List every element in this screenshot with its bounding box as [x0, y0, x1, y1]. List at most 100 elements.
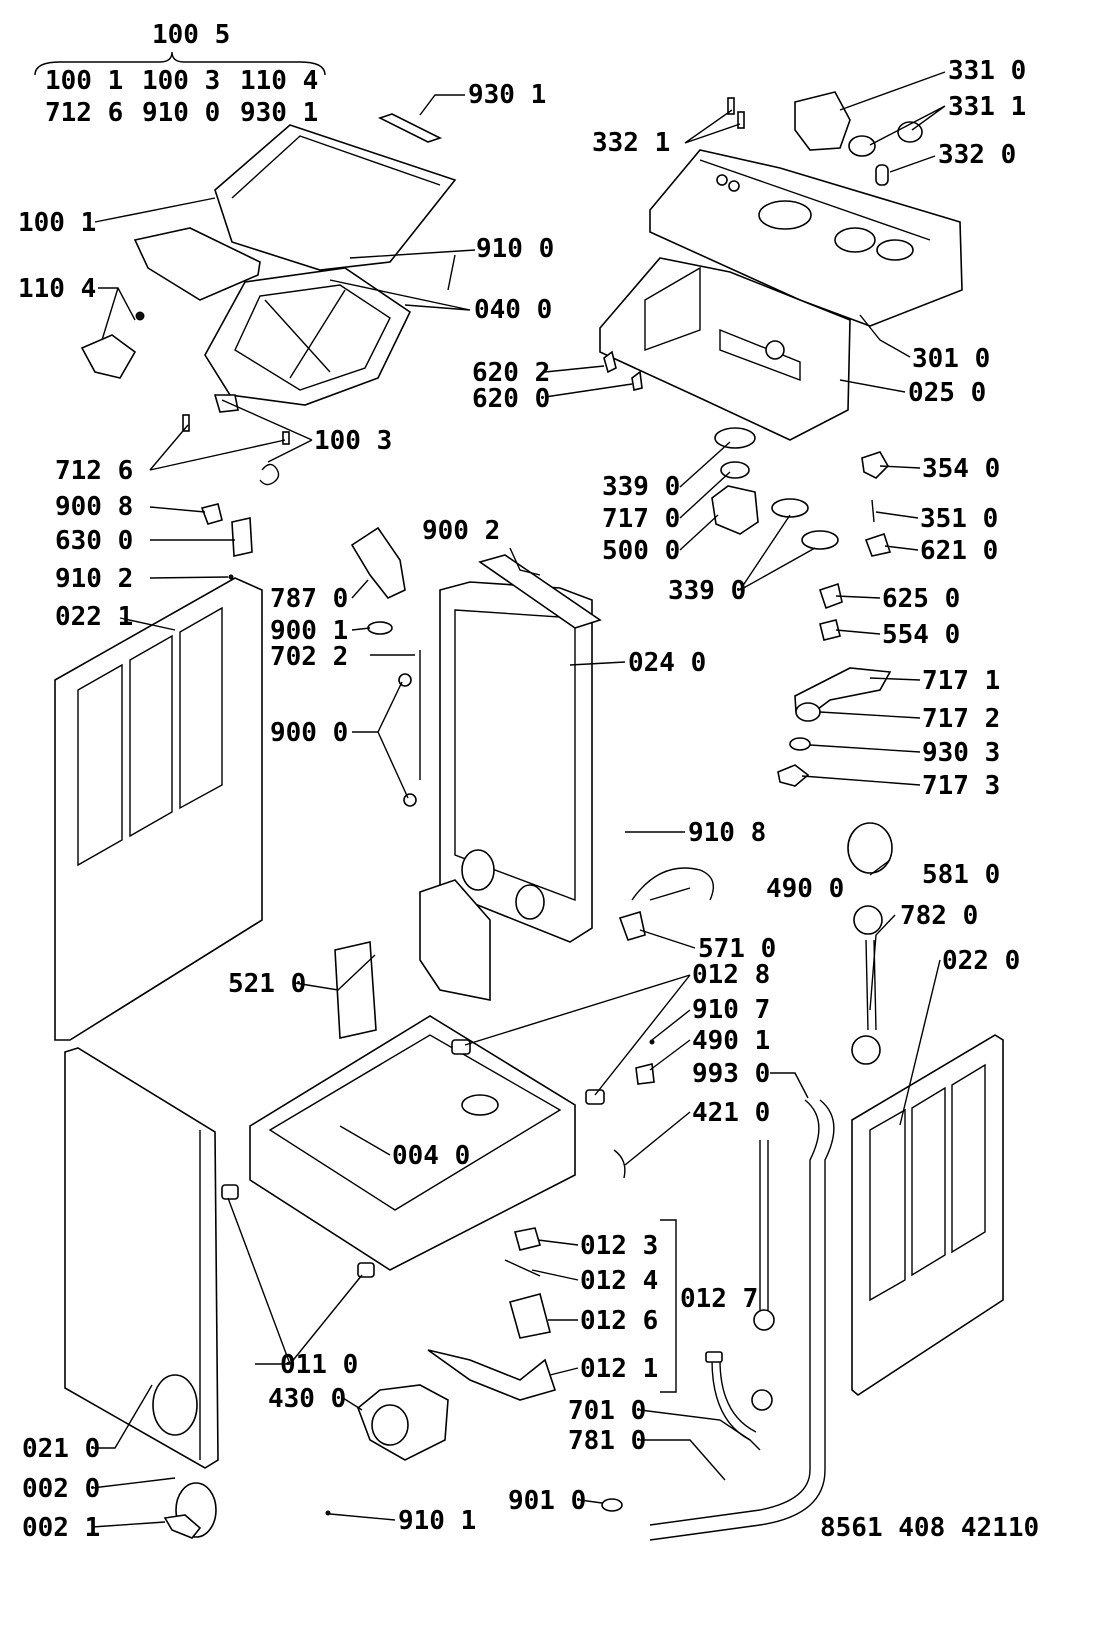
part-callout: 339 0: [668, 576, 747, 606]
part-callout: 012 6: [580, 1306, 659, 1336]
part-callout: 910 2: [55, 564, 134, 594]
foot-012-8-a: [451, 1039, 471, 1055]
part-callout: 621 0: [920, 536, 999, 566]
part-callout: 712 6: [55, 456, 134, 486]
drain-hose-993-0: [649, 1099, 820, 1526]
crossbar-900-2: [478, 554, 602, 629]
part-callout: 354 0: [922, 454, 1001, 484]
part-callout: 301 0: [912, 344, 991, 374]
module-521-0: [334, 941, 377, 1039]
part-callout: 993 0: [692, 1059, 771, 1089]
knob-331-0: [794, 91, 851, 151]
group-member-label: 712 6: [45, 98, 124, 128]
group-member-label: 910 0: [142, 98, 221, 128]
part-callout: 002 1: [22, 1513, 101, 1543]
part-callout: 490 0: [766, 874, 845, 904]
part-callout: 581 0: [922, 860, 1001, 890]
part-callout: 910 8: [688, 818, 767, 848]
disc-339-0-c: [801, 530, 839, 550]
front-panel-021-0: [64, 1047, 219, 1469]
part-490-1: [635, 1063, 655, 1085]
part-351-0: [871, 499, 875, 523]
part-621-0: [864, 532, 892, 557]
part-callout: 430 0: [268, 1384, 347, 1414]
part-717-2: [795, 702, 821, 722]
block-630-0: [231, 517, 253, 557]
spring-712-6: [259, 463, 280, 486]
part-554-0: [819, 619, 841, 641]
part-callout: 717 3: [922, 771, 1001, 801]
part-callout: 571 0: [698, 934, 777, 964]
part-callout: 490 1: [692, 1026, 771, 1056]
part-callout: 521 0: [228, 969, 307, 999]
ring-930-3: [789, 737, 811, 751]
part-callout: 012 3: [580, 1231, 659, 1261]
side-panel-022-0: [851, 1034, 1004, 1396]
part-callout: 022 0: [942, 946, 1021, 976]
strip-930-1: [377, 113, 443, 143]
shield-panel: [419, 879, 491, 1001]
part-callout: 620 0: [472, 384, 551, 414]
group-member-label: 100 3: [142, 66, 221, 96]
part-callout: 717 0: [602, 504, 681, 534]
control-panel-301-0: [649, 149, 963, 327]
part-421-0: [613, 1149, 626, 1179]
part-callout: 002 0: [22, 1474, 101, 1504]
rod-782-0: [865, 939, 869, 1031]
knob-331-1-a: [848, 135, 876, 157]
part-callout: 620 2: [472, 358, 551, 388]
clamp-900-0-b: [403, 793, 417, 807]
part-callout: 554 0: [882, 620, 961, 650]
part-callout: 024 0: [628, 648, 707, 678]
disc-339-0-a: [714, 427, 756, 449]
part-callout: 717 1: [922, 666, 1001, 696]
part-callout: 900 1: [270, 616, 349, 646]
part-callout: 110 4: [18, 274, 97, 304]
part-625-0: [818, 582, 843, 610]
part-012-6: [509, 1293, 551, 1339]
part-callout: 421 0: [692, 1098, 771, 1128]
part-callout: 787 0: [270, 584, 349, 614]
leader-lines: [91, 71, 946, 1528]
part-callout: 332 0: [938, 140, 1017, 170]
drawing-code: 8561 408 42110: [820, 1513, 1040, 1543]
part-callout: 630 0: [55, 526, 134, 556]
part-callout: 332 1: [592, 128, 671, 158]
part-callout: 901 0: [508, 1486, 587, 1516]
cable-490-0: [631, 867, 714, 901]
pin-332-1-b: [737, 111, 745, 129]
part-callout: 900 8: [55, 492, 134, 522]
part-callout: 900 2: [422, 516, 501, 546]
part-callout: 004 0: [392, 1141, 471, 1171]
switch-100-3: [213, 394, 239, 413]
part-581-0: [847, 822, 893, 874]
part-callout: 930 3: [922, 738, 1001, 768]
part-callout: 910 1: [398, 1506, 477, 1536]
clamp-901-0: [601, 1498, 623, 1512]
part-callout: 701 0: [568, 1396, 647, 1426]
part-callout: 782 0: [900, 901, 979, 931]
part-012-4: [504, 1259, 541, 1277]
group-member-label: 100 1: [45, 66, 124, 96]
part-callout: 012 8: [692, 960, 771, 990]
part-012-1: [427, 1349, 557, 1401]
part-callout: 331 1: [948, 92, 1027, 122]
part-callout: 022 1: [55, 602, 134, 632]
motor-500-0: [711, 485, 759, 535]
foot-011-0-a: [221, 1184, 239, 1200]
group-member-label: 110 4: [240, 66, 319, 96]
part-callout: 040 0: [474, 295, 553, 325]
foot-012-8-b: [585, 1089, 605, 1105]
side-panel-022-1: [54, 577, 263, 1041]
part-717-3: [777, 764, 810, 787]
part-callout: 900 0: [270, 718, 349, 748]
part-callout: 011 0: [280, 1350, 359, 1380]
pin-332-1-a: [727, 97, 735, 115]
part-callout: 012 4: [580, 1266, 659, 1296]
part-callout: 500 0: [602, 536, 681, 566]
hinge-110-4: [80, 334, 137, 379]
part-callout: 021 0: [22, 1434, 101, 1464]
part-012-3: [513, 1227, 542, 1251]
part-callout: 910 0: [476, 234, 555, 264]
disc-339-0-b: [771, 498, 809, 518]
